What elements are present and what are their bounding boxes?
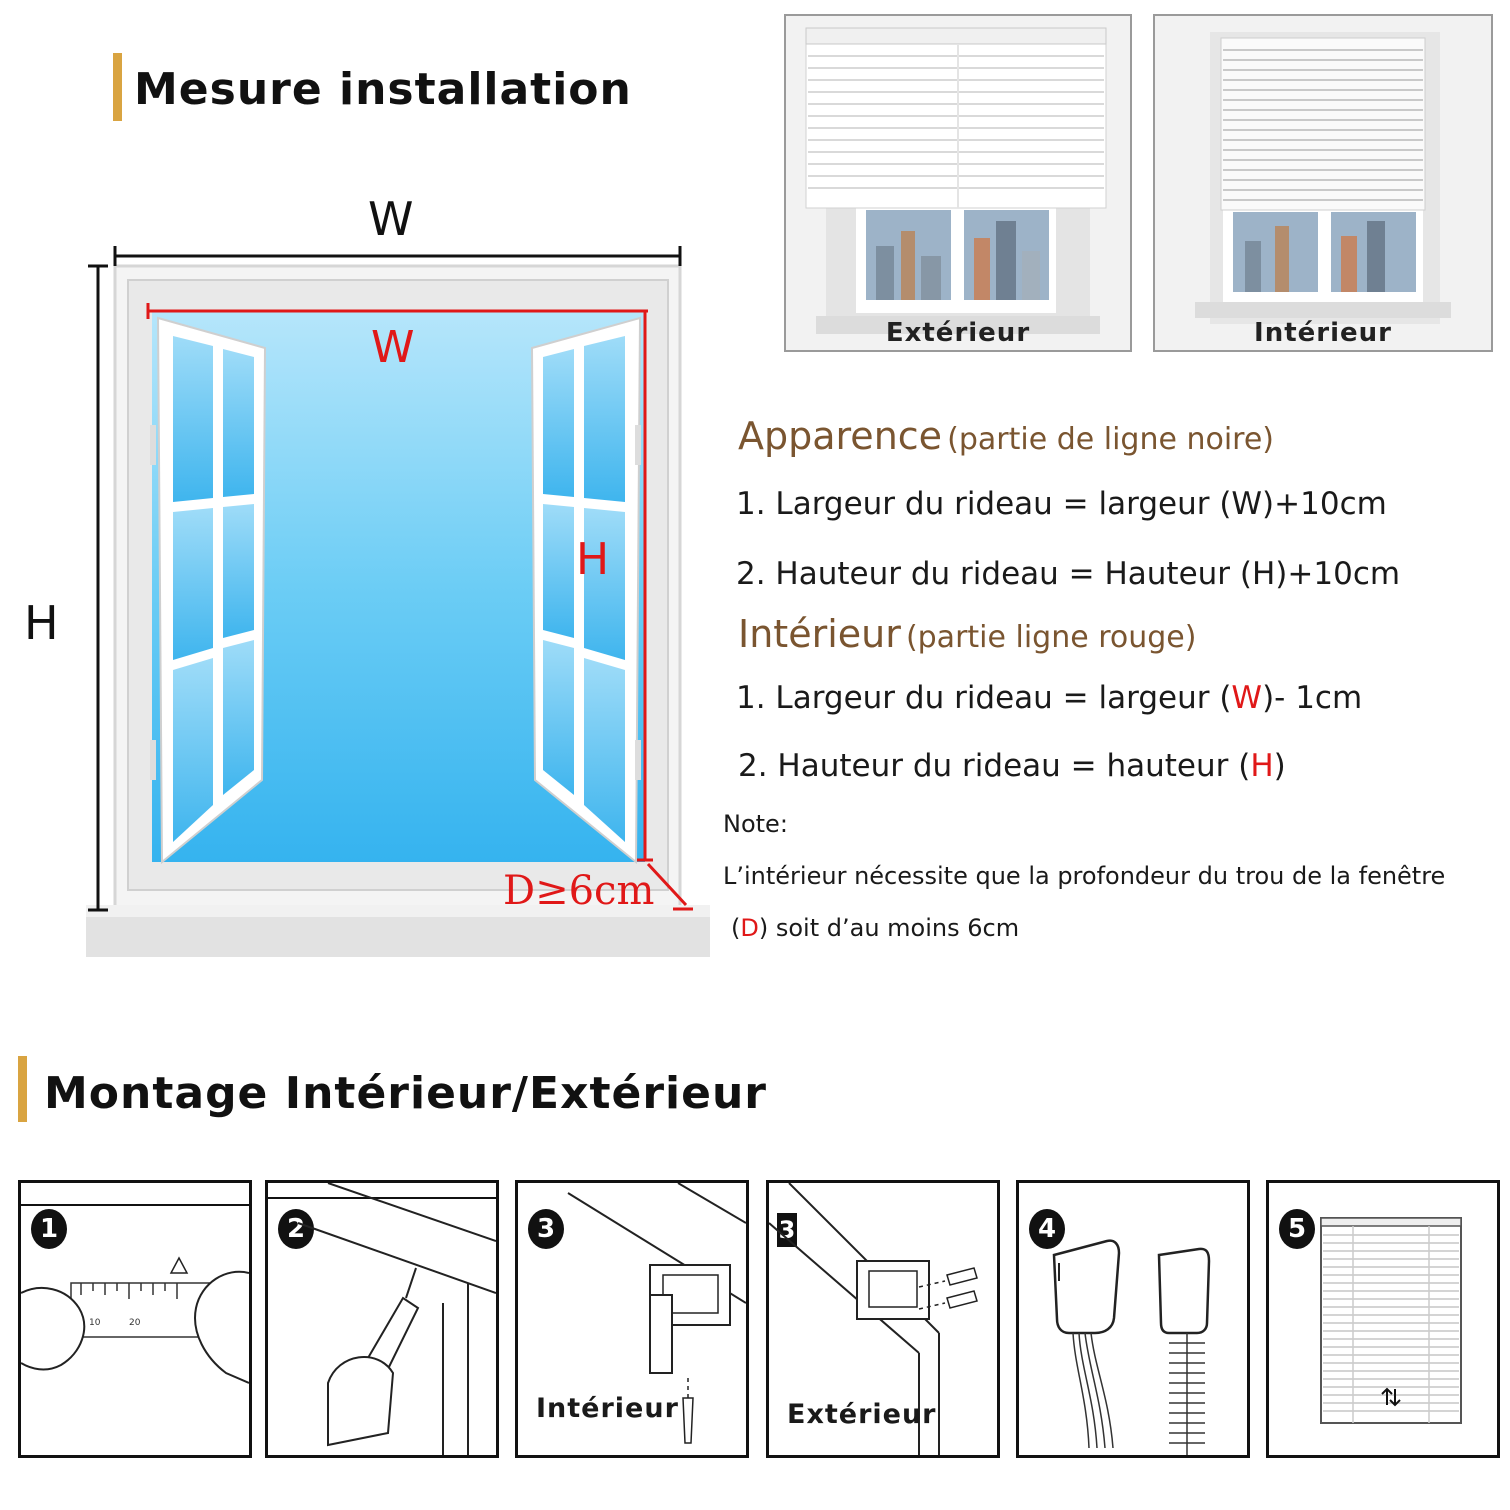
exterior-mount-photo: Extérieur <box>784 14 1132 352</box>
window-sill <box>86 912 710 957</box>
left-sash-pane-2 <box>223 349 254 497</box>
apparence-line-1: 1. Largeur du rideau = largeur (W)+10cm <box>736 486 1387 522</box>
ruler-tick-20: 20 <box>129 1318 141 1328</box>
interieur-title: Intérieur <box>738 612 901 656</box>
interieur-heading: Intérieur (partie ligne rouge) <box>738 612 1196 656</box>
step-5-panel: 5 <box>1266 1180 1500 1458</box>
step-3-badge: 3 <box>528 1209 564 1249</box>
interior-photo-caption: Intérieur <box>1254 318 1392 348</box>
right-sash-pane-1 <box>543 349 574 497</box>
window-sill-top <box>86 905 710 917</box>
step-4-badge: 4 <box>1029 1209 1065 1249</box>
right-sash-pane-6 <box>584 658 625 842</box>
left-sash-pane-4 <box>223 504 254 638</box>
depth-arrow <box>646 862 688 907</box>
right-sash-pane-2 <box>584 336 625 502</box>
step-3-exterior-caption: Extérieur <box>787 1399 937 1430</box>
left-sash-pane-6 <box>223 640 254 795</box>
note-d-var: D <box>740 914 759 942</box>
step-2-badge: 2 <box>278 1209 314 1249</box>
apparence-line-2: 2. Hauteur du rideau = Hauteur (H)+10cm <box>736 556 1401 592</box>
inner-width-label: W <box>371 322 415 373</box>
left-sash-pane-3 <box>173 508 213 660</box>
step-1-panel: 1 10 20 <box>18 1180 252 1458</box>
apparence-subtitle: (partie de ligne noire) <box>947 422 1274 457</box>
interieur-line-2: 2. Hauteur du rideau = hauteur (H) <box>738 748 1286 784</box>
up-down-arrows-icon <box>1381 1387 1401 1407</box>
ruler-tick-10: 10 <box>89 1318 101 1328</box>
note-line-1: L’intérieur nécessite que la profondeur … <box>723 862 1446 890</box>
interior-mount-photo: Intérieur <box>1153 14 1493 352</box>
step-2-panel: 2 <box>265 1180 499 1458</box>
interieur-line-1: 1. Largeur du rideau = largeur (W)- 1cm <box>736 680 1363 716</box>
section-accent-bar <box>113 53 122 121</box>
right-sash-pane-4 <box>584 508 625 660</box>
step-3-exterior-panel: 3 Extérieur <box>766 1180 1000 1458</box>
outer-height-label: H <box>24 596 59 650</box>
depth-label: D≥6cm <box>503 868 655 914</box>
right-sash-pane-3 <box>543 504 574 638</box>
section-title-measure: Mesure installation <box>134 64 632 115</box>
apparence-heading: Apparence (partie de ligne noire) <box>738 414 1274 458</box>
interieur-subtitle: (partie ligne rouge) <box>905 620 1197 655</box>
step-4-panel: 4 <box>1016 1180 1250 1458</box>
section-title-mounting: Montage Intérieur/Extérieur <box>44 1068 767 1119</box>
step-5-badge: 5 <box>1279 1209 1315 1249</box>
step-1-badge: 1 <box>31 1209 67 1249</box>
note-line-2: (D) soit d’au moins 6cm <box>731 914 1020 942</box>
outer-width-label: W <box>368 192 414 246</box>
apparence-title: Apparence <box>738 414 943 458</box>
inner-height-label: H <box>576 534 610 585</box>
interieur-h-var: H <box>1250 748 1274 784</box>
right-sash-pane-5 <box>543 640 574 795</box>
window-diagram <box>86 246 710 957</box>
exterior-photo-caption: Extérieur <box>885 318 1031 348</box>
left-sash-pane-1 <box>173 336 213 502</box>
step-3b-badge: 3 <box>777 1213 797 1247</box>
step-3-interior-caption: Intérieur <box>536 1393 679 1424</box>
section-accent-bar-2 <box>18 1056 27 1122</box>
interieur-w-var: W <box>1231 680 1263 716</box>
step-3-interior-panel: 3 Intérieur <box>515 1180 749 1458</box>
note-label: Note: <box>723 810 788 838</box>
left-sash-pane-5 <box>173 658 213 842</box>
